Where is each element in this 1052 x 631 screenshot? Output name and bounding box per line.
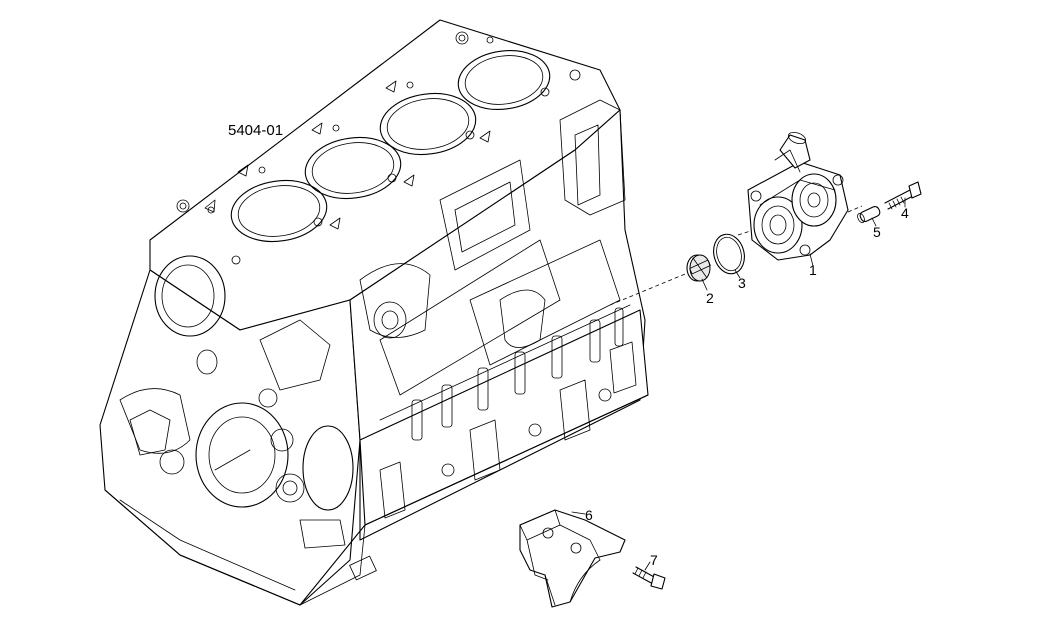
part-3-o-ring (713, 233, 745, 275)
callout-5: 5 (873, 224, 881, 240)
callout-2: 2 (706, 290, 714, 306)
part-1-pump (747, 131, 849, 261)
part-4-bolt (884, 181, 922, 210)
diagram-reference-label: 5404-01 (228, 122, 283, 139)
callout-7: 7 (650, 552, 658, 568)
engine-block (99, 19, 649, 606)
callout-1: 1 (809, 262, 817, 278)
seal-leader-line (737, 227, 761, 236)
part-6-bracket (519, 509, 626, 608)
part-2-coupling (686, 254, 711, 282)
callout-6: 6 (585, 507, 593, 523)
bolt-leader-line (847, 205, 863, 213)
part-7-bolt (632, 566, 666, 590)
callout-3: 3 (738, 275, 746, 291)
assembly-leader-line (609, 271, 691, 306)
callout-leaders (571, 197, 906, 571)
callout-4: 4 (901, 205, 909, 221)
part-5-sleeve (857, 206, 881, 224)
